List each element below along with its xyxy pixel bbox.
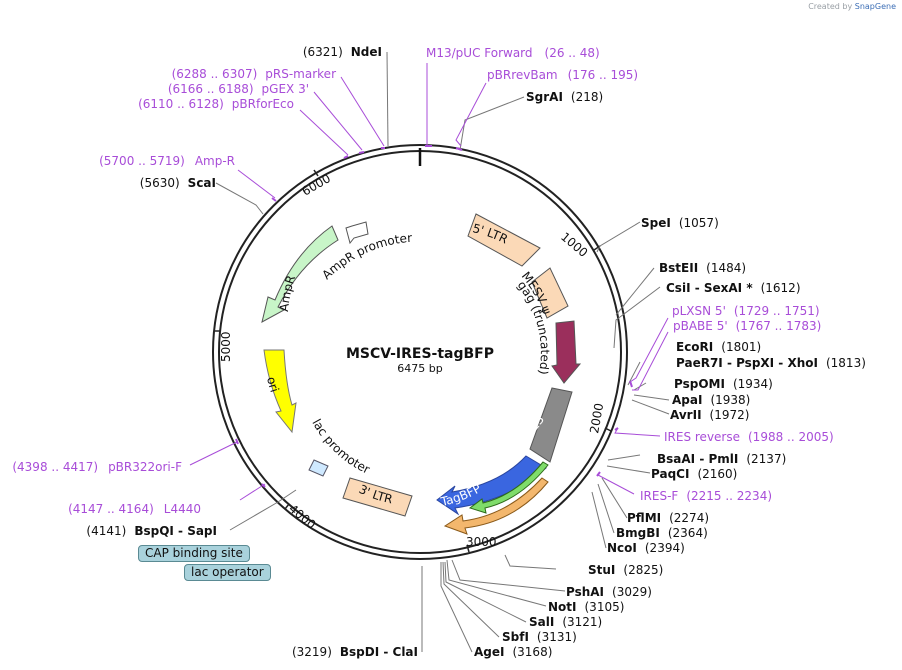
primer-l4440: (4147 .. 4164)L4440: [68, 502, 201, 516]
feature-5-ltr: [467, 213, 541, 267]
sites-right: SgrAI(218) SpeI(1057) BstEII(1484) CsiI …: [426, 46, 866, 659]
feature-green-arrow: [468, 461, 549, 514]
site-paer7i-xhoi: PaeR7I - PspXI - XhoI(1813): [676, 356, 866, 370]
site-ecori: EcoRI(1801): [676, 340, 761, 354]
feature-ampr-promoter-arrow: [345, 221, 369, 245]
snapgene-logo: SnapGene: [854, 2, 896, 11]
site-sali: SalI(3121): [529, 615, 602, 629]
primer-amp-r: (5700 .. 5719)Amp-R: [99, 154, 235, 168]
site-bmgbi: BmgBI(2364): [616, 526, 708, 540]
feature-mesv-psi: [531, 267, 569, 319]
primer-pgex-3: (6166 .. 6188)pGEX 3': [168, 82, 309, 96]
primer-m13-puc-forward: M13/pUC Forward(26 .. 48): [426, 46, 600, 60]
credit-prefix: Created by: [808, 2, 853, 11]
site-ndei: (6321)NdeI: [303, 45, 382, 59]
site-stui: StuI(2825): [588, 563, 663, 577]
primer-ires-f: IRES-F(2215 .. 2234): [640, 489, 772, 503]
site-agei: AgeI(3168): [474, 645, 552, 659]
site-noti: NotI(3105): [548, 600, 624, 614]
tick-label-3000: 3000: [466, 535, 497, 549]
tick-label-6000: 6000: [300, 171, 333, 198]
tick-label-4000: 4000: [286, 502, 318, 532]
primer-ires-reverse: IRES reverse(1988 .. 2005): [664, 430, 834, 444]
plasmid-size: 6475 bp: [397, 362, 442, 375]
tick-label-2000: 2000: [587, 402, 606, 435]
feature-ori-arrow: [263, 349, 297, 434]
lac-operator-box: lac operator: [184, 564, 271, 581]
site-csii-sexai: CsiI - SexAI *(1612): [666, 281, 801, 295]
primer-leaders: [189, 63, 669, 501]
leader-lines: [215, 51, 670, 653]
tick-label-1000: 1000: [558, 230, 590, 260]
primer-pbr322ori-f: (4398 .. 4417)pBR322ori-F: [12, 460, 182, 474]
features: [261, 213, 582, 535]
site-paqci: PaqCI(2160): [651, 467, 737, 481]
primer-ticks: [235, 145, 633, 488]
site-bspdi-clai: (3219)BspDI - ClaI: [292, 645, 418, 659]
site-sgrai: SgrAI(218): [526, 90, 603, 104]
snapgene-credit: Created by SnapGene: [808, 2, 896, 11]
site-apai: ApaI(1938): [672, 393, 750, 407]
feature-gag-arrow: [551, 320, 582, 384]
feature-lac-promoter: [308, 459, 329, 477]
primer-pbrrevbam: pBRrevBam(176 .. 195): [487, 68, 638, 82]
site-pshai: PshAI(3029): [566, 585, 652, 599]
label-ampr: AmpR: [277, 274, 298, 313]
site-bsaai-pmli: BsaAI - PmlI(2137): [657, 452, 786, 466]
feature-ampr-arrow: [261, 225, 339, 323]
site-spei: SpeI(1057): [641, 216, 719, 230]
site-pflmi: PflMI(2274): [627, 511, 709, 525]
feature-3-ltr: [342, 477, 413, 517]
feature-ires: [529, 387, 573, 463]
primer-pbabe-5: pBABE 5'(1767 .. 1783): [673, 319, 821, 333]
primer-pbrforeco: (6110 .. 6128)pBRforEco: [138, 97, 294, 111]
site-bspqi-sapi: (4141)BspQI - SapI: [86, 524, 217, 538]
site-avrii: AvrII(1972): [670, 408, 749, 422]
site-ncoi: NcoI(2394): [607, 541, 685, 555]
plasmid-name: MSCV-IRES-tagBFP: [346, 346, 494, 362]
site-bsteii: BstEII(1484): [659, 261, 746, 275]
feature-orange-arrow: [443, 477, 549, 535]
backbone-outer: [212, 144, 628, 560]
label-ori: ori: [264, 375, 282, 394]
site-sbfi: SbfI(3131): [502, 630, 577, 644]
tick-label-5000: 5000: [219, 331, 233, 362]
cap-binding-site-box: CAP binding site: [138, 545, 250, 562]
site-pspomi: PspOMI(1934): [674, 377, 773, 391]
site-scai: (5630)ScaI: [140, 176, 216, 190]
primer-plxsn-5: pLXSN 5'(1729 .. 1751): [672, 304, 820, 318]
primer-prs-marker: (6288 .. 6307)pRS-marker: [172, 67, 336, 81]
sites-left: (6321)NdeI (6288 .. 6307)pRS-marker (616…: [12, 45, 418, 659]
